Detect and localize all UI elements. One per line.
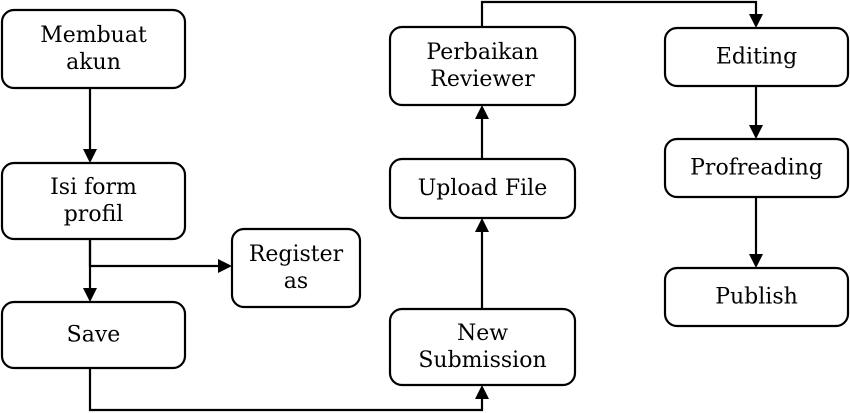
node-label-line: as: [284, 269, 308, 294]
node-box: [388, 307, 577, 387]
node-box: [0, 8, 187, 90]
node-publish: Publish: [663, 266, 850, 328]
node-box: [388, 157, 577, 220]
edge-isi_form_profil-to-register_as: [88, 239, 232, 273]
node-label-line: Membuat: [40, 23, 147, 48]
edge-line: [88, 368, 484, 412]
node-label-line: Editing: [716, 45, 797, 70]
node-box: [230, 227, 362, 309]
node-box: [0, 161, 187, 241]
edge-new_submission-to-upload_file: [475, 218, 489, 309]
edge-line: [480, 0, 758, 27]
node-upload-file: Upload File: [388, 157, 577, 220]
node-box: [663, 137, 850, 199]
arrow-head: [475, 105, 489, 119]
node-label-line: Perbaikan: [426, 40, 538, 65]
node-box: [663, 266, 850, 328]
node-label-line: Register: [249, 242, 344, 267]
arrow-head: [83, 149, 97, 163]
node-save: Save: [0, 300, 187, 370]
arrow-head: [83, 288, 97, 302]
edge-line: [88, 239, 218, 268]
node-label-line: akun: [66, 50, 121, 75]
edges-layer: [83, 0, 763, 412]
arrow-head: [749, 254, 763, 268]
edge-perbaikan_reviewer-to-editing: [480, 0, 763, 28]
node-label-line: Publish: [715, 285, 798, 310]
arrow-head: [475, 218, 489, 232]
node-box: [0, 300, 187, 370]
node-label-line: Profreading: [690, 156, 823, 181]
arrow-head: [475, 385, 489, 399]
node-label-line: Reviewer: [430, 67, 535, 92]
arrow-head: [749, 14, 763, 28]
edge-upload_file-to-perbaikan_reviewer: [475, 105, 489, 159]
node-label-line: New: [457, 321, 508, 346]
node-box: [388, 25, 577, 107]
edge-profreading-to-publish: [749, 197, 763, 268]
node-label-line: Isi form: [50, 175, 137, 200]
node-label-line: profil: [64, 202, 124, 227]
node-label-line: Save: [67, 323, 121, 348]
node-box: [663, 26, 850, 88]
node-profreading: Profreading: [663, 137, 850, 199]
edge-save-to-new_submission: [88, 368, 489, 412]
node-editing: Editing: [663, 26, 850, 88]
node-label-line: Submission: [418, 348, 546, 373]
edge-editing-to-profreading: [749, 86, 763, 139]
arrow-head: [749, 125, 763, 139]
edge-membuat_akun-to-isi_form_profil: [83, 88, 97, 163]
node-label-line: Upload File: [418, 176, 547, 201]
arrow-head: [218, 259, 232, 273]
